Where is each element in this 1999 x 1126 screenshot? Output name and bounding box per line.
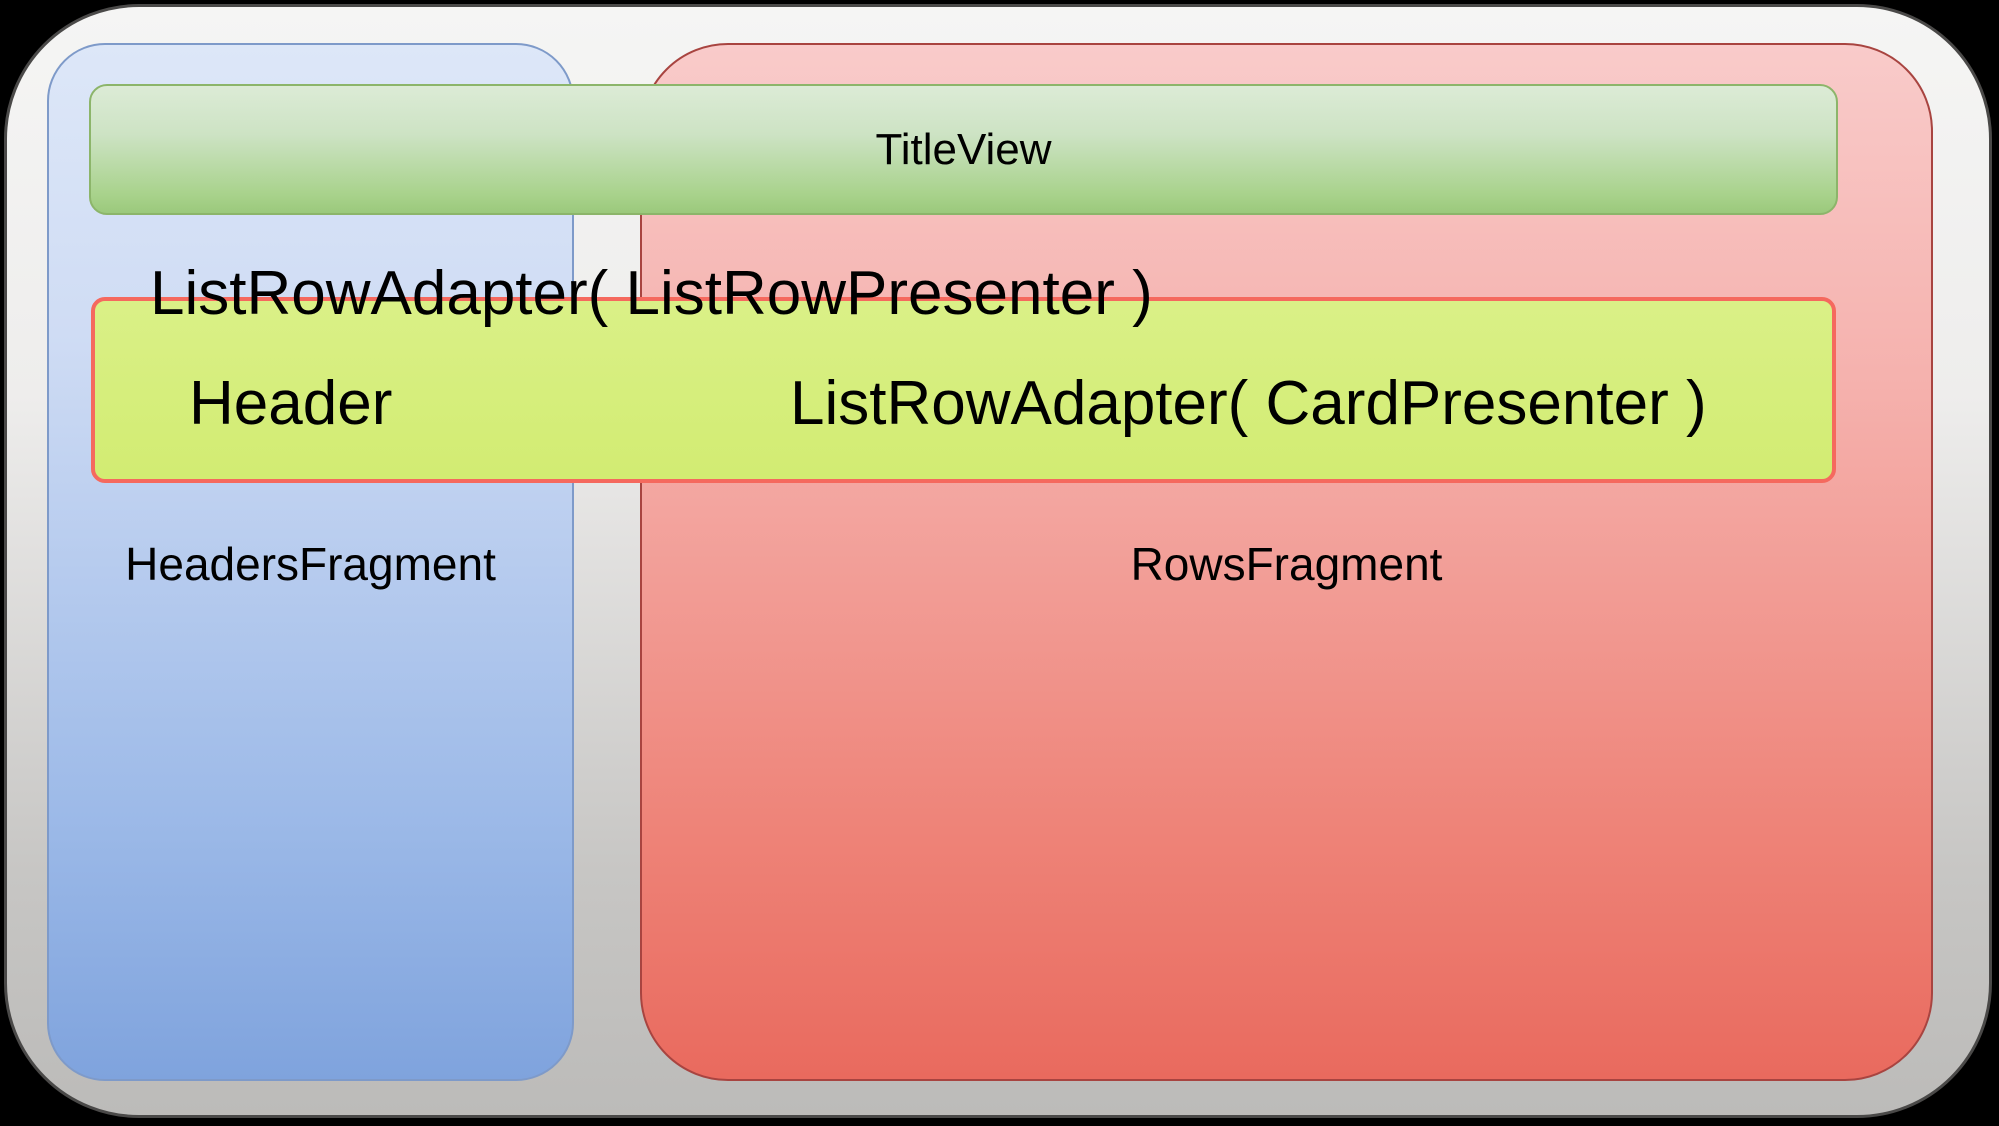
headers-fragment-label: HeadersFragment [125, 538, 496, 590]
header-label: Header [189, 369, 393, 438]
header-row-strip [91, 297, 1836, 483]
rows-fragment-label: RowsFragment [1130, 538, 1443, 590]
title-view-bar: TitleView [89, 84, 1838, 215]
list-row-adapter-caption: ListRowAdapter( ListRowPresenter ) [150, 259, 1153, 328]
headers-fragment-panel [47, 43, 574, 1081]
rows-fragment-panel [640, 43, 1933, 1081]
card-adapter-label: ListRowAdapter( CardPresenter ) [790, 369, 1707, 438]
title-view-label: TitleView [875, 124, 1052, 174]
